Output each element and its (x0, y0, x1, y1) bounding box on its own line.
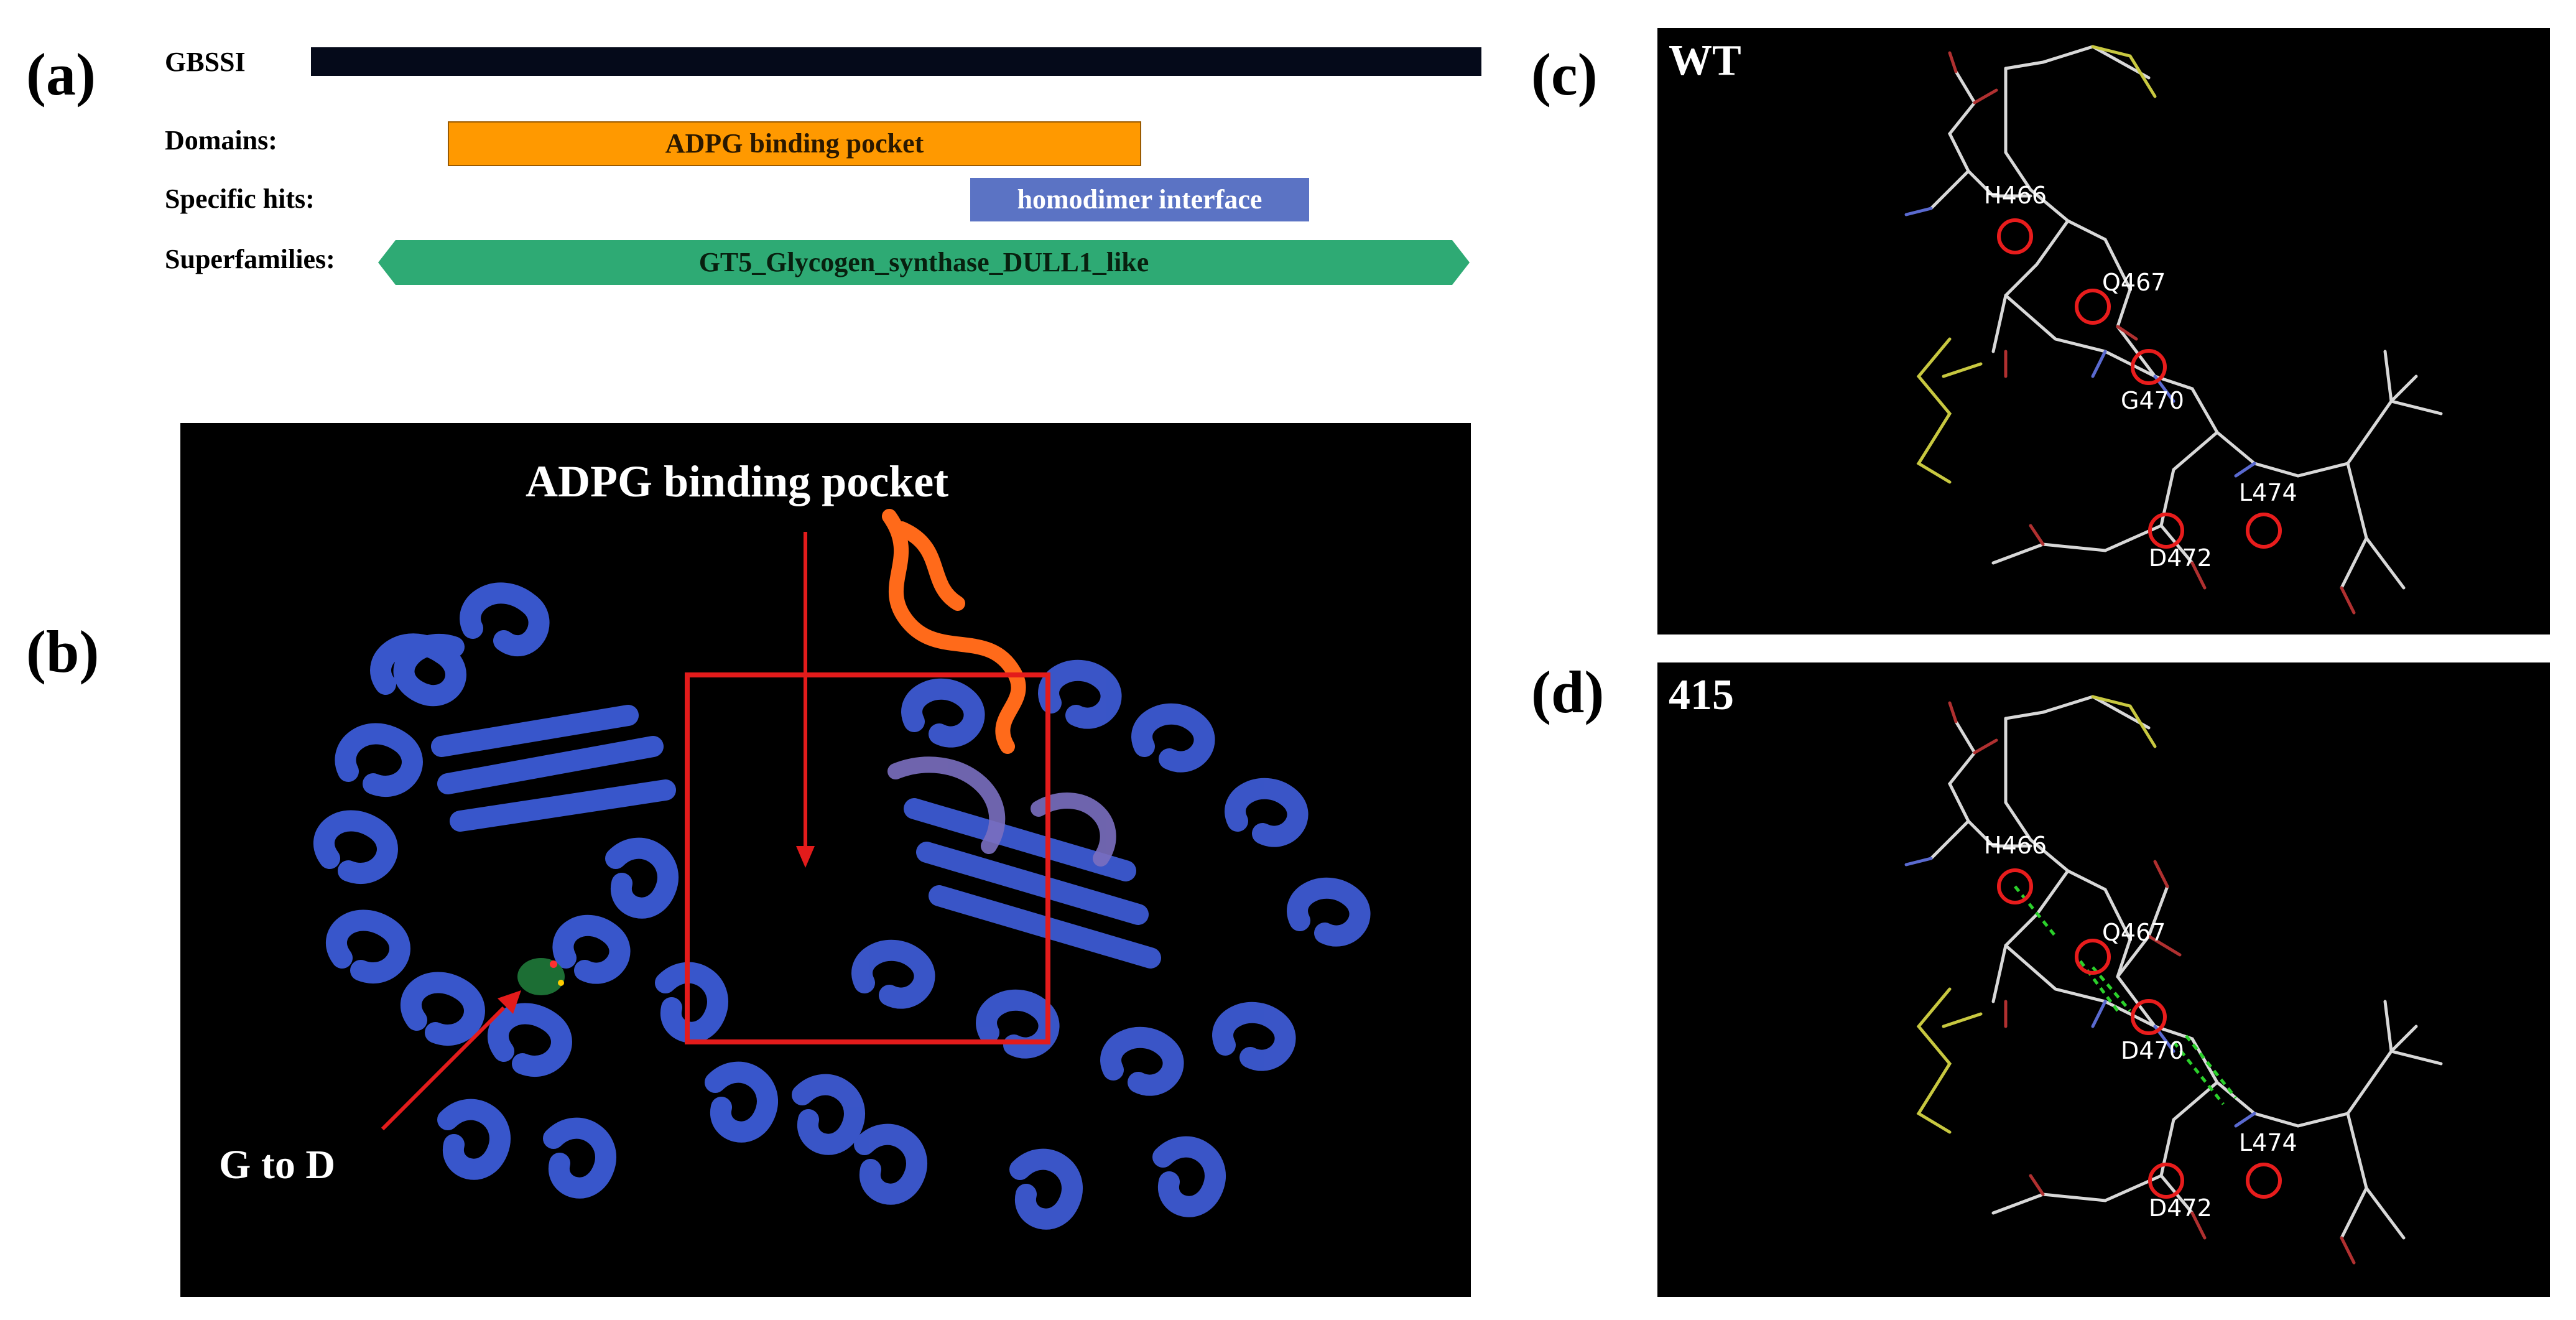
panel-c-letter: (c) (1531, 41, 1598, 108)
wt-residue-label: G470 (2121, 387, 2184, 414)
specific-hits-label: Specific hits: (165, 184, 315, 214)
protein-structure-panel: ADPG binding pocket G to D (180, 423, 1471, 1297)
gene-bar (311, 47, 1481, 76)
panel-b-letter: (b) (26, 618, 100, 685)
wt-residue-label: D472 (2149, 544, 2212, 572)
wt-residue-label: L474 (2239, 479, 2297, 506)
superfamily-bar: GT5_Glycogen_synthase_DULL1_like (378, 240, 1470, 285)
wt-stick-model: H466 Q467 G470 L474 D472 (1904, 45, 2443, 615)
superfamily-bar-label: GT5_Glycogen_synthase_DULL1_like (698, 247, 1149, 277)
panel-d-letter: (d) (1531, 659, 1605, 725)
domain-bar-adpg-binding-pocket: ADPG binding pocket (448, 121, 1141, 166)
specific-hit-bar-label: homodimer interface (1017, 184, 1263, 215)
mutant-residue-label: L474 (2239, 1129, 2297, 1156)
mutant-residue-label: Q467 (2102, 919, 2166, 946)
mutant-residue-label: D470 (2121, 1037, 2184, 1064)
pocket-label: ADPG binding pocket (526, 457, 949, 506)
domain-bar-label: ADPG binding pocket (665, 128, 924, 159)
superfamilies-label: Superfamilies: (165, 244, 335, 274)
mutant-title: 415 (1669, 671, 1734, 719)
protein-ribbon-illustration (313, 509, 1371, 1230)
mutant-415-structure-panel: 415 (1657, 662, 2550, 1297)
wt-residue-label: H466 (1984, 182, 2047, 209)
mutation-label: G to D (219, 1142, 335, 1188)
mutant-residue-label: H466 (1984, 832, 2047, 859)
wt-residue-label: Q467 (2102, 269, 2166, 296)
wt-title: WT (1669, 37, 1741, 85)
domains-label: Domains: (165, 125, 277, 156)
panel-a-letter: (a) (26, 41, 96, 108)
wt-structure-panel: WT (1657, 28, 2550, 634)
specific-hit-bar-homodimer-interface: homodimer interface (970, 178, 1309, 221)
mutant-stick-model: H466 Q467 D470 L474 D472 (1904, 695, 2443, 1265)
gene-label: GBSSI (165, 47, 246, 77)
mutant-residue-label: D472 (2149, 1194, 2212, 1222)
